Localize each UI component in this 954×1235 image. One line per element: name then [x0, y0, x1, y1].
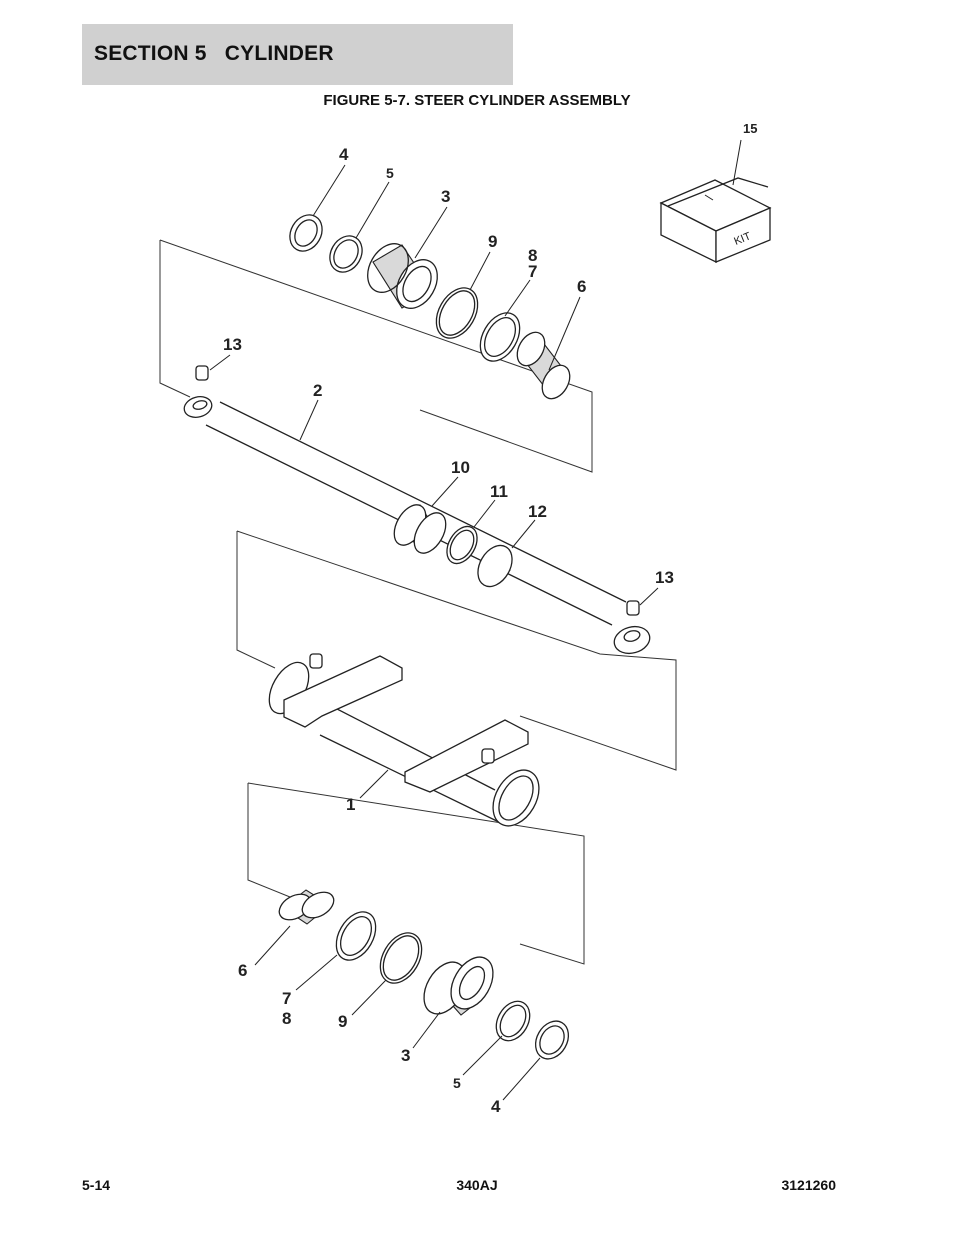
- section-title: SECTION 5 CYLINDER: [94, 42, 334, 65]
- piston: [393, 504, 447, 554]
- grease-fitting-right: [626, 600, 640, 616]
- callout-8-bottom: 8: [282, 1009, 291, 1028]
- callout-3-bottom: 3: [401, 1046, 410, 1065]
- wiper-seal-top: [289, 214, 323, 252]
- frame-gland-assembly: [159, 240, 191, 398]
- leader-lines: [209, 139, 742, 1101]
- o-ring-top: [435, 287, 479, 339]
- frame-barrel-upper: [236, 531, 276, 669]
- rod-seal-bottom: [495, 1000, 531, 1042]
- wiper-seal-bottom: [534, 1020, 570, 1060]
- grease-fitting-left: [195, 365, 209, 381]
- callout-13-right: 13: [655, 568, 674, 587]
- frame-gland-right: [159, 239, 593, 473]
- callout-3-top: 3: [441, 187, 450, 206]
- rod-seal-top: [329, 235, 363, 273]
- callout-9-top: 9: [488, 232, 497, 251]
- callout-2: 2: [313, 381, 322, 400]
- frame-lower-gland: [247, 783, 291, 898]
- wear-ring: [477, 544, 513, 588]
- callout-10: 10: [451, 458, 470, 477]
- callout-4-bottom: 4: [491, 1097, 501, 1116]
- callout-7-top: 7: [528, 262, 537, 281]
- gland-top: [367, 243, 438, 309]
- page-number: 5-14: [82, 1177, 111, 1193]
- callout-5-top: 5: [386, 165, 394, 181]
- callout-4-top: 4: [339, 145, 349, 164]
- o-ring-bottom: [379, 932, 423, 984]
- callout-1: 1: [346, 795, 355, 814]
- backup-ring-top: [479, 312, 521, 362]
- cylinder-barrel: [268, 653, 540, 827]
- bushing-top: [516, 331, 571, 400]
- manual-number: 3121260: [781, 1177, 836, 1193]
- callout-8-top: 8: [528, 246, 537, 265]
- callout-12: 12: [528, 502, 547, 521]
- callout-6-top: 6: [577, 277, 586, 296]
- frame-barrel-right: [236, 530, 677, 771]
- kit-box: KIT: [659, 177, 772, 264]
- bushing-bottom: [278, 889, 335, 925]
- callout-15: 15: [743, 121, 757, 136]
- piston-seal: [446, 525, 478, 565]
- callout-5-bottom: 5: [453, 1075, 461, 1091]
- figure-title: FIGURE 5-7. STEER CYLINDER ASSEMBLY: [323, 92, 631, 109]
- callout-11: 11: [490, 482, 508, 501]
- section-header-bar: SECTION 5 CYLINDER: [82, 24, 513, 85]
- callout-9-bottom: 9: [338, 1012, 347, 1031]
- gland-bottom: [423, 956, 494, 1016]
- backup-ring-bottom: [335, 911, 377, 961]
- callout-6-bottom: 6: [238, 961, 247, 980]
- frame-lower-right: [247, 782, 585, 965]
- callout-7-bottom: 7: [282, 989, 291, 1008]
- callout-13-left: 13: [223, 335, 242, 354]
- model-name: 340AJ: [456, 1177, 498, 1193]
